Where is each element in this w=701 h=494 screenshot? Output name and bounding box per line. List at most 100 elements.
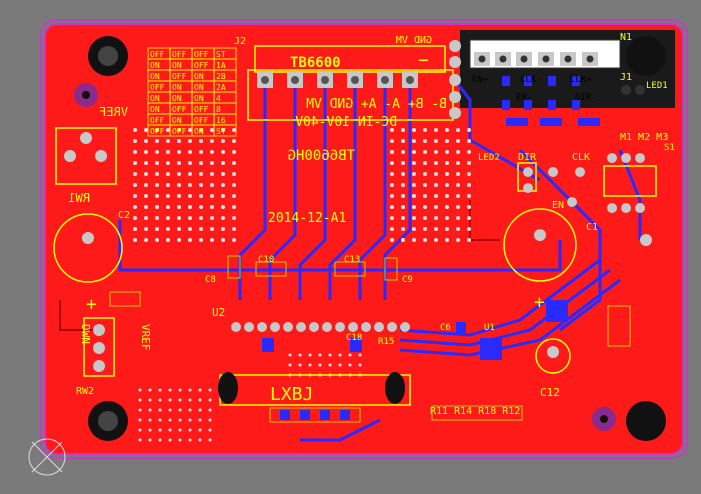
plus-mark: + xyxy=(534,292,545,313)
ic-main-label: TB6600 xyxy=(290,55,341,71)
s1-label: S1 xyxy=(664,143,675,153)
en-plus-label: EN+ xyxy=(472,75,489,85)
switch-table-cell: ON xyxy=(194,94,204,103)
switch-table-cell: OFF xyxy=(150,50,165,59)
r15-label: R15 xyxy=(378,337,394,347)
c12-label: C12 xyxy=(540,386,560,399)
board-outline xyxy=(44,23,684,455)
switch-table-cell: OFF xyxy=(172,105,187,114)
rw2-label: RW2 xyxy=(76,386,94,397)
switch-table-cell: OFF xyxy=(150,127,165,136)
u2-pad xyxy=(283,322,293,332)
switch-table-cell: ON xyxy=(194,72,204,81)
led1-label: LED1 xyxy=(646,81,668,91)
plus-mark-left: + xyxy=(86,294,97,315)
silkscreen-text: TB6600 TB6600HG 2014-12-A1 J2 GND VM B- … xyxy=(68,32,675,417)
c10-label: C10 xyxy=(258,255,274,265)
u2-pad xyxy=(374,322,384,332)
switch-table-cell: OFF xyxy=(194,116,209,125)
switch-table-cell: 1A xyxy=(216,61,226,70)
switch-table-cell: ON xyxy=(194,83,204,92)
ic-main-mirror-label: TB6600HG xyxy=(288,148,355,164)
en-minus-label: EN- xyxy=(516,93,532,103)
switch-table-cell: OFF xyxy=(172,72,187,81)
led2-label: LED2 xyxy=(478,153,500,163)
switch-table-cell: ST xyxy=(216,127,226,136)
minus-mark: − xyxy=(418,50,429,71)
dc-in-label: DC-IN 10V-40V xyxy=(295,115,397,130)
switch-table-cell: OFF xyxy=(194,61,209,70)
vref-label: VREF xyxy=(99,105,128,119)
u2-pad xyxy=(231,322,241,332)
c8-label: C8 xyxy=(205,275,216,285)
switch-table-cell: OFF xyxy=(194,105,209,114)
switch-table-cell: OFF xyxy=(150,83,165,92)
c1-label: C1 xyxy=(586,222,598,233)
power-pins-label: B- B+ A- A+ GND VM xyxy=(306,97,447,112)
switch-table-cell: 4 xyxy=(216,94,221,103)
switch-table-cell: 16 xyxy=(216,116,226,125)
switch-table-cell: ON xyxy=(150,72,160,81)
smd-pads xyxy=(262,76,600,420)
switch-table-cell: OFF xyxy=(194,50,209,59)
u2-pad xyxy=(361,322,371,332)
origin-marker xyxy=(28,438,66,476)
j1-label: J1 xyxy=(620,72,632,83)
u2-pad xyxy=(296,322,306,332)
u2-pad xyxy=(270,322,280,332)
switch-table: OFF OFF OFF ST ON ON OFF 1A ON OFF ON 2B OFF ON ON 2A ON… xyxy=(147,47,237,137)
c9-label: C9 xyxy=(402,275,413,285)
u2-pad xyxy=(244,322,254,332)
u2-header-pads xyxy=(231,322,410,332)
switch-table-cell: 2B xyxy=(216,72,226,81)
u2-pad xyxy=(322,322,332,332)
u2-pad xyxy=(257,322,267,332)
component-pads xyxy=(64,40,652,404)
switch-table-cell: OFF xyxy=(172,127,187,136)
u2-pad xyxy=(400,322,410,332)
u2-pad xyxy=(335,322,345,332)
j1-connector xyxy=(469,39,621,69)
switch-table-cell: 8 xyxy=(216,105,221,114)
dwn-label: DWN xyxy=(79,324,92,344)
clk-plus-label: CLK+ xyxy=(570,75,592,85)
switch-table-cell: ON xyxy=(172,83,182,92)
rw1-label: RW1 xyxy=(68,191,90,205)
date-label: 2014-12-A1 xyxy=(268,211,346,226)
switch-table-cell: ON xyxy=(172,94,182,103)
u2-label: U2 xyxy=(212,306,225,319)
c18-label: C18 xyxy=(346,333,362,343)
c6-label: C6 xyxy=(440,323,451,333)
switch-table-cell: ST xyxy=(216,50,226,59)
gnd-vm-top-label: GND VM xyxy=(396,35,432,46)
bottom-traces xyxy=(118,79,642,442)
u1-label: U1 xyxy=(484,323,495,333)
switch-table-cell: ON xyxy=(172,116,182,125)
j2-label: J2 xyxy=(234,36,246,47)
dir-minus-label: DIR- xyxy=(575,93,597,103)
switch-table-cell: 2A xyxy=(216,83,226,92)
u2-pad xyxy=(309,322,319,332)
switch-table-cell: OFF xyxy=(172,50,187,59)
board-keepout xyxy=(40,19,688,459)
switch-table-cell: ON xyxy=(150,105,160,114)
c2-label: C2 xyxy=(118,210,130,221)
power-connector-pads xyxy=(257,72,418,88)
mount-holes xyxy=(74,36,666,441)
switch-table-cell: ON xyxy=(150,94,160,103)
r-bottom-label: R11 R14 R18 R12 xyxy=(430,406,520,417)
m-labels: M1 M2 M3 xyxy=(620,132,668,143)
switch-table-cell: ON xyxy=(172,61,182,70)
vref-bottom-label: VREF xyxy=(139,324,152,351)
switch-table-cell: ON xyxy=(194,127,204,136)
en-label: EN xyxy=(552,200,564,211)
switch-table-cell: ON xyxy=(150,61,160,70)
u2-pad xyxy=(387,322,397,332)
switch-table-cell: OFF xyxy=(150,116,165,125)
u2-pad xyxy=(348,322,358,332)
dir-label: DIR xyxy=(518,152,537,163)
clk-label: CLK xyxy=(572,152,590,163)
lxbj-label: LXBJ xyxy=(270,384,313,405)
